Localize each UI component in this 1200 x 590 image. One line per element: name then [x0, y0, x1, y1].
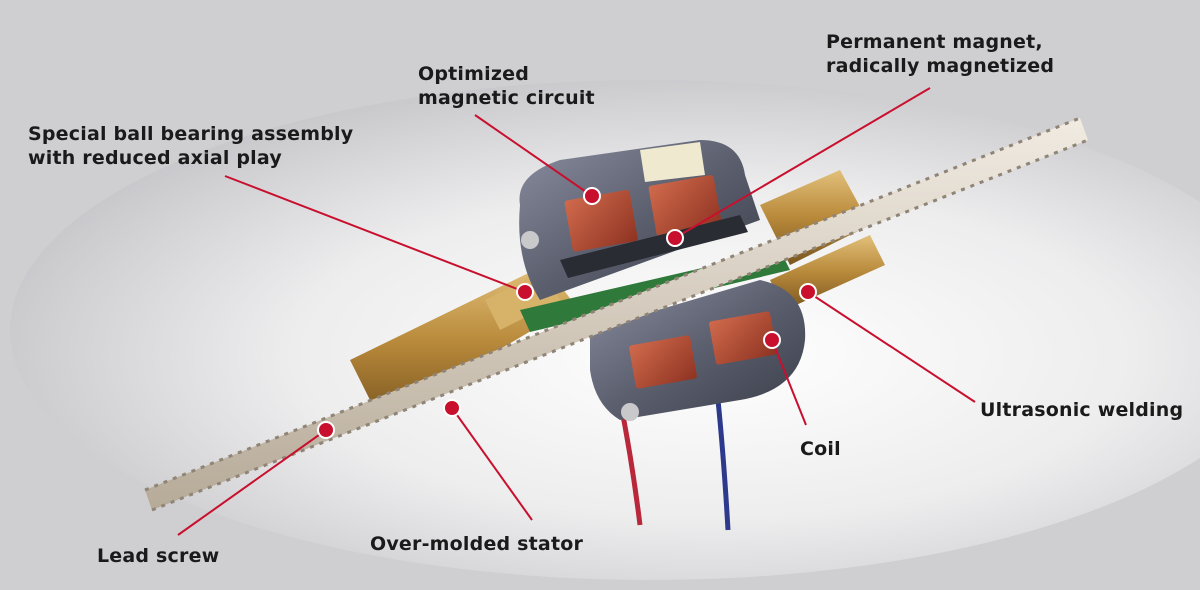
marker-over-molded-stator — [443, 399, 461, 417]
label-ball-bearing: Special ball bearing assembly with reduc… — [28, 122, 353, 170]
coil-upper-left — [564, 189, 638, 252]
label-line: Lead screw — [97, 545, 220, 567]
label-ultrasonic-welding: Ultrasonic welding — [980, 398, 1183, 422]
wire-blue — [715, 399, 731, 531]
lead-screw-shaft — [144, 116, 1089, 512]
coil-lower-right — [709, 311, 777, 365]
label-lead-screw: Lead screw — [97, 544, 219, 568]
label-coil: Coil — [800, 437, 841, 461]
label-line: Permanent magnet, — [826, 31, 1043, 53]
marker-permanent-magnet — [666, 229, 684, 247]
leader-ball-bearing — [224, 175, 526, 293]
label-line: Coil — [800, 438, 841, 460]
label-line: Ultrasonic welding — [980, 399, 1184, 421]
marker-coil — [763, 331, 781, 349]
leader-over-molded-stator — [451, 407, 533, 521]
leader-lines — [177, 87, 976, 536]
coil-lower-left — [629, 335, 697, 389]
marker-ball-bearing — [516, 283, 534, 301]
leader-coil — [771, 339, 807, 426]
upper-housing — [519, 140, 760, 300]
label-line: with reduced axial play — [28, 147, 282, 169]
leader-lead-screw — [177, 429, 327, 536]
label-line: Optimized — [418, 63, 530, 85]
marker-ultrasonic-welding — [799, 283, 817, 301]
label-line: radically magnetized — [826, 55, 1055, 77]
label-line: Over-molded stator — [370, 533, 584, 555]
markers — [317, 187, 817, 439]
marker-optimized-magnetic-circuit — [583, 187, 601, 205]
marker-lead-screw — [317, 421, 335, 439]
label-line: magnetic circuit — [418, 87, 595, 109]
label-line: Special ball bearing assembly — [28, 123, 354, 145]
label-permanent-magnet: Permanent magnet, radically magnetized — [826, 30, 1054, 78]
leader-permanent-magnet — [674, 87, 931, 239]
leader-ultrasonic-welding — [807, 291, 976, 403]
label-over-molded-stator: Over-molded stator — [370, 532, 583, 556]
label-optimized-magnetic-circuit: Optimized magnetic circuit — [418, 62, 595, 110]
leader-optimized-magnetic-circuit — [474, 114, 593, 197]
